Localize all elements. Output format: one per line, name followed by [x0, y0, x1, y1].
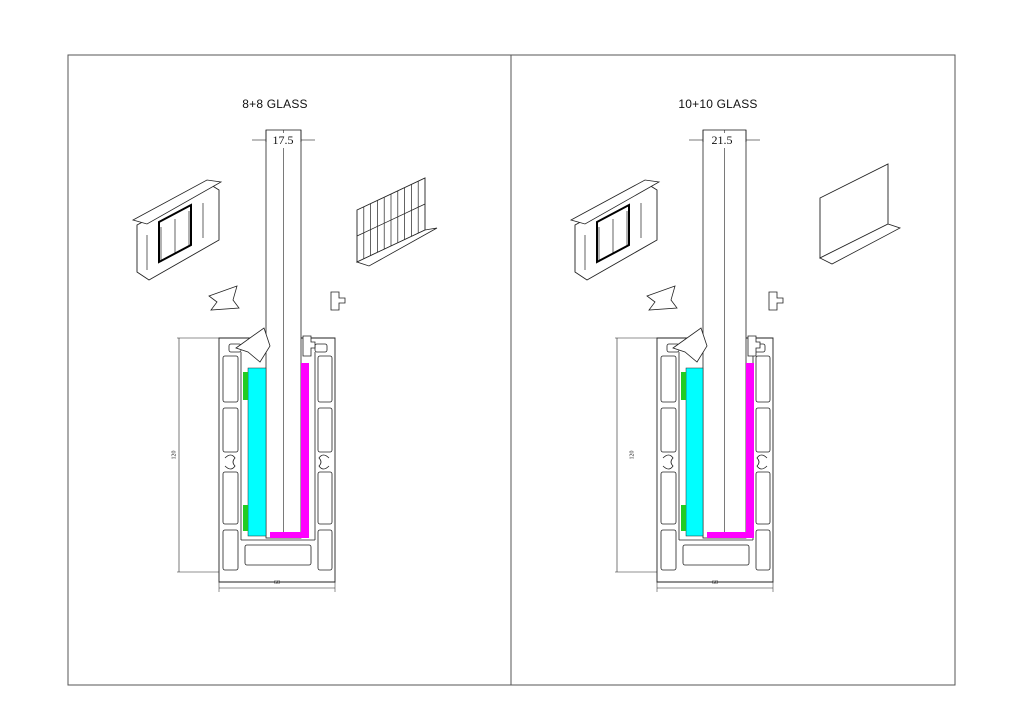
profile-cavity-left — [660, 355, 677, 403]
profile-cavity-right — [317, 471, 333, 525]
pad-strip-bottom — [681, 505, 686, 531]
packer-block — [247, 367, 267, 537]
clip-gasket-loose — [330, 291, 346, 311]
profile-hook-right — [318, 454, 330, 470]
iso-insert — [158, 203, 192, 264]
iso-l-plate-foot — [819, 223, 902, 265]
pad-strip-top — [243, 372, 248, 400]
profile-cavity-left — [222, 407, 239, 453]
gasket-l — [707, 363, 754, 538]
panel-title-left: 8+8 GLASS — [242, 97, 308, 111]
panel-8-8-glass — [131, 129, 438, 592]
width-dimension-right: 60 — [712, 580, 718, 586]
gasket-l — [270, 363, 309, 538]
profile-cavity-right — [755, 471, 771, 525]
profile-hook-right — [756, 454, 768, 470]
profile-bottom-cavity — [244, 544, 312, 566]
iso-grid-line — [356, 203, 426, 237]
wedge-gasket-left — [235, 327, 271, 363]
pad-strip-top — [681, 372, 686, 400]
profile-cavity-left — [222, 471, 239, 525]
profile-cavity-right — [317, 529, 333, 571]
iso-insert — [596, 203, 630, 264]
profile-bottom-cavity — [682, 544, 750, 566]
pad-strip-bottom — [243, 505, 248, 531]
profile-hook-left — [662, 454, 674, 470]
profile-cavity-right — [755, 529, 771, 571]
profile-cavity-right — [755, 355, 771, 403]
iso-top-edge — [569, 179, 661, 225]
iso-top-edge — [131, 179, 223, 225]
profile-cavity-left — [222, 529, 239, 571]
profile-cavity-right — [317, 355, 333, 403]
wedge-gasket-loose — [646, 285, 678, 311]
profile-cavity-left — [222, 355, 239, 403]
panel-title-right: 10+10 GLASS — [678, 97, 758, 111]
wedge-gasket-loose — [208, 285, 240, 311]
wedge-gasket-left — [672, 327, 708, 363]
profile-cavity-left — [660, 471, 677, 525]
clip-gasket-loose — [768, 291, 784, 311]
clip-gasket-right — [302, 335, 316, 357]
profile-cavity-left — [660, 407, 677, 453]
profile-cavity-left — [660, 529, 677, 571]
profile-lip-right — [314, 343, 328, 353]
glass-gap-dimension-right: 21.5 — [710, 133, 734, 148]
profile-hook-left — [224, 454, 236, 470]
profile-cavity-right — [755, 407, 771, 453]
clip-gasket-right — [747, 335, 761, 357]
panel-10-10-glass — [569, 129, 902, 592]
glass-gap-dimension-left: 17.5 — [271, 133, 295, 148]
iso-grid-foot — [355, 227, 438, 267]
height-dimension-left: 120 — [171, 450, 178, 460]
height-dimension-right: 120 — [629, 450, 636, 460]
packer-block — [685, 367, 704, 537]
profile-cavity-right — [317, 407, 333, 453]
width-dimension-left: 60 — [274, 580, 280, 586]
